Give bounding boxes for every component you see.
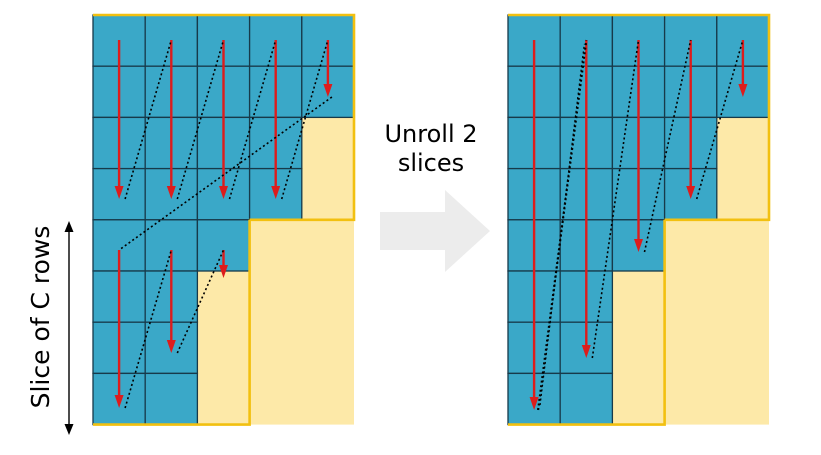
left-slice2-arrow-head xyxy=(166,340,176,353)
transition-arrow xyxy=(380,190,490,272)
slice-axis xyxy=(64,221,74,435)
left-dotted-connector xyxy=(176,249,225,354)
left-slice1-arrow-head xyxy=(114,186,124,199)
right-cell xyxy=(559,372,614,426)
right-unrolled-arrow-head xyxy=(634,239,643,252)
left-slice1-arrow-head xyxy=(271,186,281,199)
unroll-label-line2: slices xyxy=(398,149,464,177)
right-unrolled-arrow-head xyxy=(581,345,591,358)
left-cell xyxy=(144,372,199,426)
slice-axis-label: Slice of C rows xyxy=(26,226,55,409)
left-padding-outline xyxy=(93,13,356,426)
left-slice1-arrow-head xyxy=(166,186,176,199)
left-slice2-arrow-head xyxy=(219,265,228,278)
slice-axis-arrowhead-top xyxy=(64,221,74,232)
left-slice1-arrow-head xyxy=(323,84,333,97)
right-dotted-connector xyxy=(643,39,692,253)
right-dotted-connector xyxy=(591,39,640,359)
slice-grid-after xyxy=(507,13,771,426)
right-unrolled-arrow-head xyxy=(529,397,539,410)
unroll-label-line1: Unroll 2 xyxy=(384,120,477,148)
right-unrolled-arrow-head xyxy=(738,84,748,97)
left-slice1-arrow-head xyxy=(219,186,228,199)
slice-grid-before xyxy=(92,13,356,426)
right-unrolled-arrow-head xyxy=(686,186,696,199)
right-padding-outline xyxy=(508,13,771,426)
right-dotted-connector xyxy=(539,43,585,406)
slice-axis-arrowhead-bottom xyxy=(64,424,74,435)
left-slice2-arrow-head xyxy=(114,395,124,408)
